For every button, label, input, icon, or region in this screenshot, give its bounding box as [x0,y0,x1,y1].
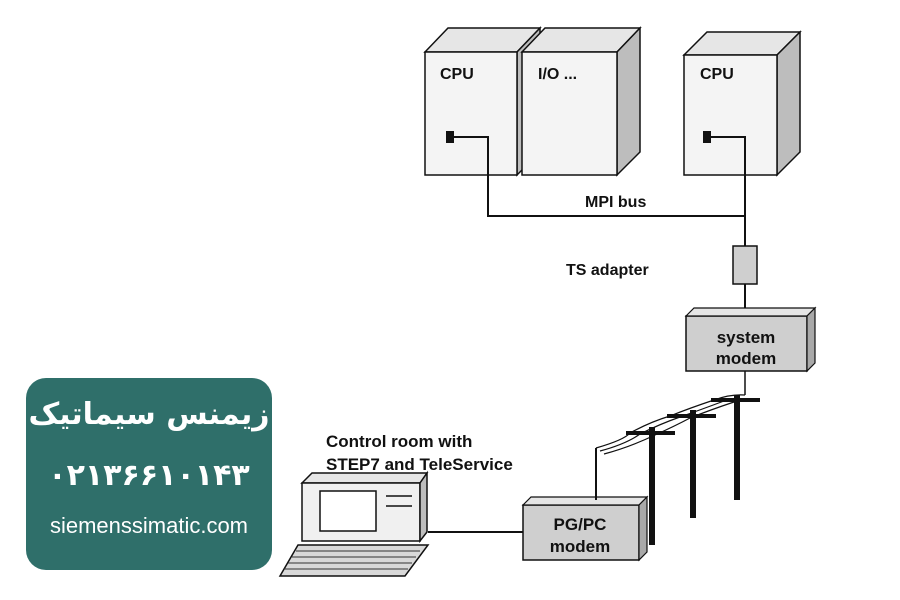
mpi-bus-cable [454,136,746,246]
cpu-rack-2: CPU [682,30,802,177]
brand-url: siemenssimatic.com [49,513,249,538]
mpi-bus-label: MPI bus [585,194,646,211]
pgpc-modem-line2: modem [550,537,610,556]
system-modem-line1: system [717,328,776,347]
system-modem: system modem [684,306,817,373]
pgpc-modem-line1: PG/PC [554,515,607,534]
telephone-poles [595,371,760,545]
control-room-line1: Control room with [326,432,472,451]
ts-adapter-label: TS adapter [566,262,649,279]
control-room-line2: STEP7 and TeleService [326,455,513,474]
mpi-port-2 [703,131,711,143]
io-label: I/O ... [538,66,577,83]
io-rack: I/O ... [520,26,642,177]
cpu2-label: CPU [700,66,734,83]
ts-adapter [732,245,758,285]
brand-name: زیمنس سیماتیک [28,397,270,432]
branding-badge: زیمنس سیماتیک ۰۲۱۳۶۶۱۰۱۴۳ siemenssimatic… [26,378,272,570]
pgpc-modem: PG/PC modem [521,495,649,562]
brand-phone: ۰۲۱۳۶۶۱۰۱۴۳ [48,458,250,493]
system-modem-line2: modem [716,349,776,368]
mpi-port-1 [446,131,454,143]
cpu1-label: CPU [440,66,474,83]
laptop-computer [278,470,430,577]
